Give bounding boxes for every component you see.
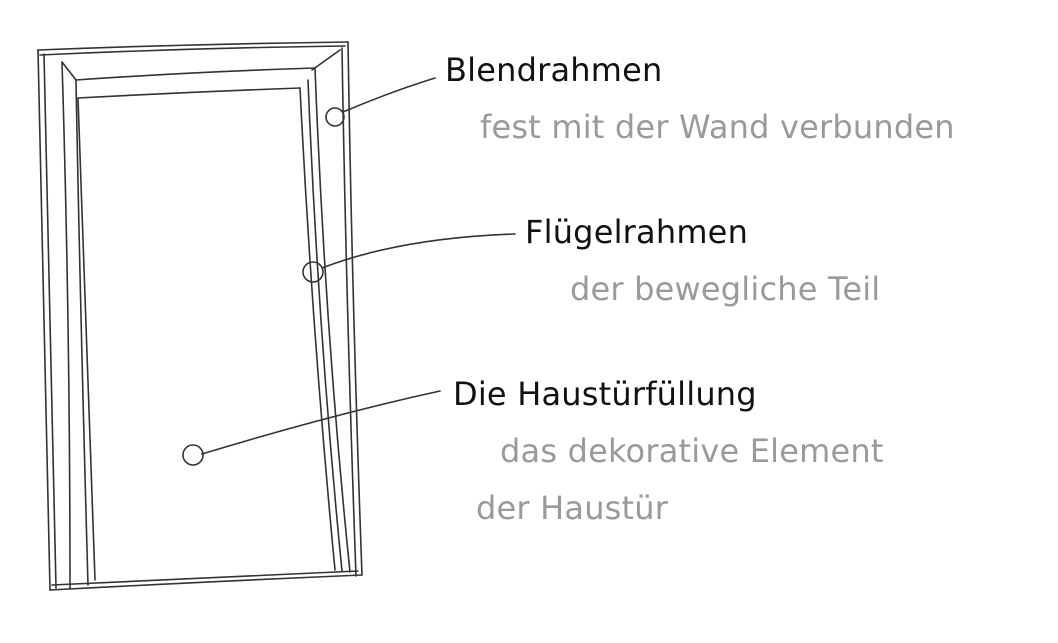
desc-haustuerfuellung-line2: der Haustür: [476, 489, 669, 527]
label-blendrahmen: Blendrahmen: [445, 51, 663, 89]
label-fluegelrahmen: Flügelrahmen: [525, 213, 749, 251]
callout-fuellung: [182, 390, 441, 466]
callout-blendrahmen: [325, 77, 436, 127]
desc-blendrahmen: fest mit der Wand verbunden: [480, 108, 955, 146]
inner-frame: [61, 49, 351, 589]
desc-haustuerfuellung-line1: das dekorative Element: [500, 432, 884, 470]
callout-fluegelrahmen: [302, 233, 516, 283]
label-haustuerfuellung: Die Haustürfüllung: [453, 375, 757, 413]
desc-fluegelrahmen: der bewegliche Teil: [570, 270, 881, 308]
